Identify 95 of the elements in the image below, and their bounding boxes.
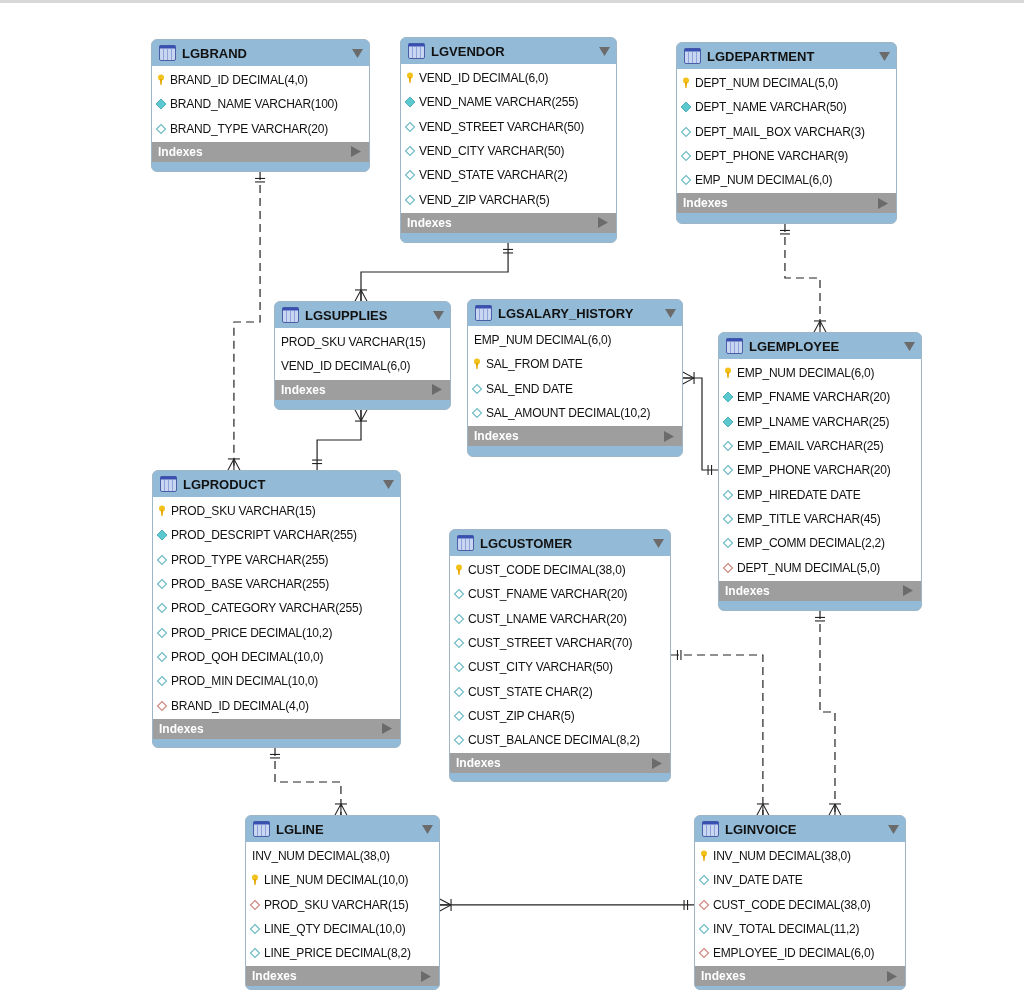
entity-table: [274, 301, 451, 410]
section-label: Indexes: [281, 382, 327, 397]
column-definition: VEND_NAME VARCHAR(255): [419, 95, 579, 110]
column-definition: EMP_COMM DECIMAL(2,2): [737, 536, 885, 551]
column-definition: PROD_SKU VARCHAR(15): [171, 504, 316, 519]
entity-table: [400, 37, 617, 243]
section-label: Indexes: [158, 144, 204, 159]
column-definition: SAL_AMOUNT DECIMAL(10,2): [486, 406, 651, 421]
entity-table: [718, 332, 922, 611]
table-title: LGSUPPLIES: [305, 307, 389, 323]
column-definition: EMP_FNAME VARCHAR(20): [737, 390, 890, 405]
table-title: LGINVOICE: [725, 821, 798, 837]
column-definition: EMP_HIREDATE DATE: [737, 487, 861, 502]
relationship-line: [312, 409, 368, 471]
entity-table: [245, 815, 440, 990]
column-definition: EMP_PHONE VARCHAR(20): [737, 463, 891, 478]
column-definition: VEND_STREET VARCHAR(50): [419, 119, 584, 134]
section-label: Indexes: [701, 969, 747, 984]
column-definition: CUST_STATE CHAR(2): [468, 684, 593, 699]
relationship-line: [439, 898, 695, 912]
table-title: LGSALARY_HISTORY: [498, 305, 635, 321]
column-definition: DEPT_NAME VARCHAR(50): [695, 100, 847, 115]
column-definition: VEND_CITY VARCHAR(50): [419, 144, 565, 159]
column-definition: INV_NUM DECIMAL(38,0): [713, 849, 851, 864]
column-definition: VEND_ID DECIMAL(6,0): [419, 71, 549, 86]
table-title: LGEMPLOYEE: [749, 338, 841, 354]
column-definition: PROD_PRICE DECIMAL(10,2): [171, 625, 333, 640]
entity-table: [694, 815, 906, 990]
column-definition: VEND_ZIP VARCHAR(5): [419, 192, 550, 207]
relationship-line: [815, 610, 842, 816]
column-definition: EMPLOYEE_ID DECIMAL(6,0): [713, 946, 875, 961]
relationship-line: [270, 747, 348, 816]
column-definition: EMP_NUM DECIMAL(6,0): [737, 366, 875, 381]
relationship-line: [779, 223, 827, 333]
section-label: Indexes: [725, 583, 771, 598]
table-title: LGDEPARTMENT: [707, 48, 816, 64]
column-definition: BRAND_NAME VARCHAR(100): [170, 97, 338, 112]
section-label: Indexes: [252, 969, 298, 984]
column-definition: EMP_NUM DECIMAL(6,0): [695, 173, 833, 188]
column-definition: VEND_ID DECIMAL(6,0): [281, 359, 411, 374]
entity-table: [676, 42, 897, 224]
column-definition: PROD_MIN DECIMAL(10,0): [171, 674, 318, 689]
column-definition: DEPT_NUM DECIMAL(5,0): [737, 560, 881, 575]
section-label: Indexes: [456, 756, 502, 771]
table-title: LGPRODUCT: [183, 476, 267, 492]
column-definition: DEPT_MAIL_BOX VARCHAR(3): [695, 124, 865, 139]
table-title: LGLINE: [276, 821, 325, 837]
column-definition: LINE_QTY DECIMAL(10,0): [264, 922, 406, 937]
column-definition: EMP_NUM DECIMAL(6,0): [474, 333, 612, 348]
column-definition: INV_NUM DECIMAL(38,0): [252, 849, 390, 864]
column-definition: PROD_DESCRIPT VARCHAR(255): [171, 528, 357, 543]
section-label: Indexes: [407, 215, 453, 230]
entity-table: [467, 299, 683, 457]
column-definition: EMP_LNAME VARCHAR(25): [737, 414, 890, 429]
column-definition: INV_DATE DATE: [713, 873, 803, 888]
column-definition: PROD_BASE VARCHAR(255): [171, 577, 330, 592]
column-definition: CUST_BALANCE DECIMAL(8,2): [468, 733, 640, 748]
column-definition: CUST_CODE DECIMAL(38,0): [468, 563, 626, 578]
column-definition: PROD_TYPE VARCHAR(255): [171, 552, 329, 567]
column-definition: INV_TOTAL DECIMAL(11,2): [713, 922, 860, 937]
table-title: LGBRAND: [182, 45, 248, 61]
column-definition: BRAND_ID DECIMAL(4,0): [171, 698, 309, 713]
column-definition: PROD_SKU VARCHAR(15): [264, 897, 409, 912]
column-definition: EMP_EMAIL VARCHAR(25): [737, 439, 884, 454]
relationship-line: [682, 371, 719, 475]
entity-table: [152, 470, 401, 748]
column-definition: VEND_STATE VARCHAR(2): [419, 168, 568, 183]
column-definition: CUST_ZIP CHAR(5): [468, 708, 575, 723]
column-definition: CUST_STREET VARCHAR(70): [468, 636, 633, 651]
column-definition: DEPT_PHONE VARCHAR(9): [695, 149, 848, 164]
column-definition: PROD_CATEGORY VARCHAR(255): [171, 601, 363, 616]
section-label: Indexes: [474, 429, 520, 444]
column-definition: SAL_END DATE: [486, 381, 573, 396]
relationship-line: [354, 242, 514, 302]
column-definition: LINE_PRICE DECIMAL(8,2): [264, 946, 411, 961]
column-definition: CUST_FNAME VARCHAR(20): [468, 587, 628, 602]
relationship-line: [670, 650, 770, 816]
column-definition: PROD_SKU VARCHAR(15): [281, 335, 426, 350]
section-label: Indexes: [683, 196, 729, 211]
section-label: Indexes: [159, 721, 205, 736]
column-definition: CUST_CITY VARCHAR(50): [468, 660, 613, 675]
column-definition: EMP_TITLE VARCHAR(45): [737, 511, 881, 526]
column-definition: BRAND_ID DECIMAL(4,0): [170, 73, 308, 88]
table-title: LGCUSTOMER: [480, 535, 574, 551]
column-definition: LINE_NUM DECIMAL(10,0): [264, 873, 409, 888]
column-definition: SAL_FROM DATE: [486, 357, 583, 372]
column-definition: DEPT_NUM DECIMAL(5,0): [695, 76, 839, 91]
column-definition: CUST_LNAME VARCHAR(20): [468, 611, 627, 626]
relationship-line: [227, 171, 266, 471]
table-title: LGVENDOR: [431, 43, 506, 59]
column-definition: CUST_CODE DECIMAL(38,0): [713, 897, 871, 912]
entity-table: [151, 39, 370, 172]
column-definition: BRAND_TYPE VARCHAR(20): [170, 121, 329, 136]
entity-table: [449, 529, 671, 782]
column-definition: PROD_QOH DECIMAL(10,0): [171, 649, 324, 664]
